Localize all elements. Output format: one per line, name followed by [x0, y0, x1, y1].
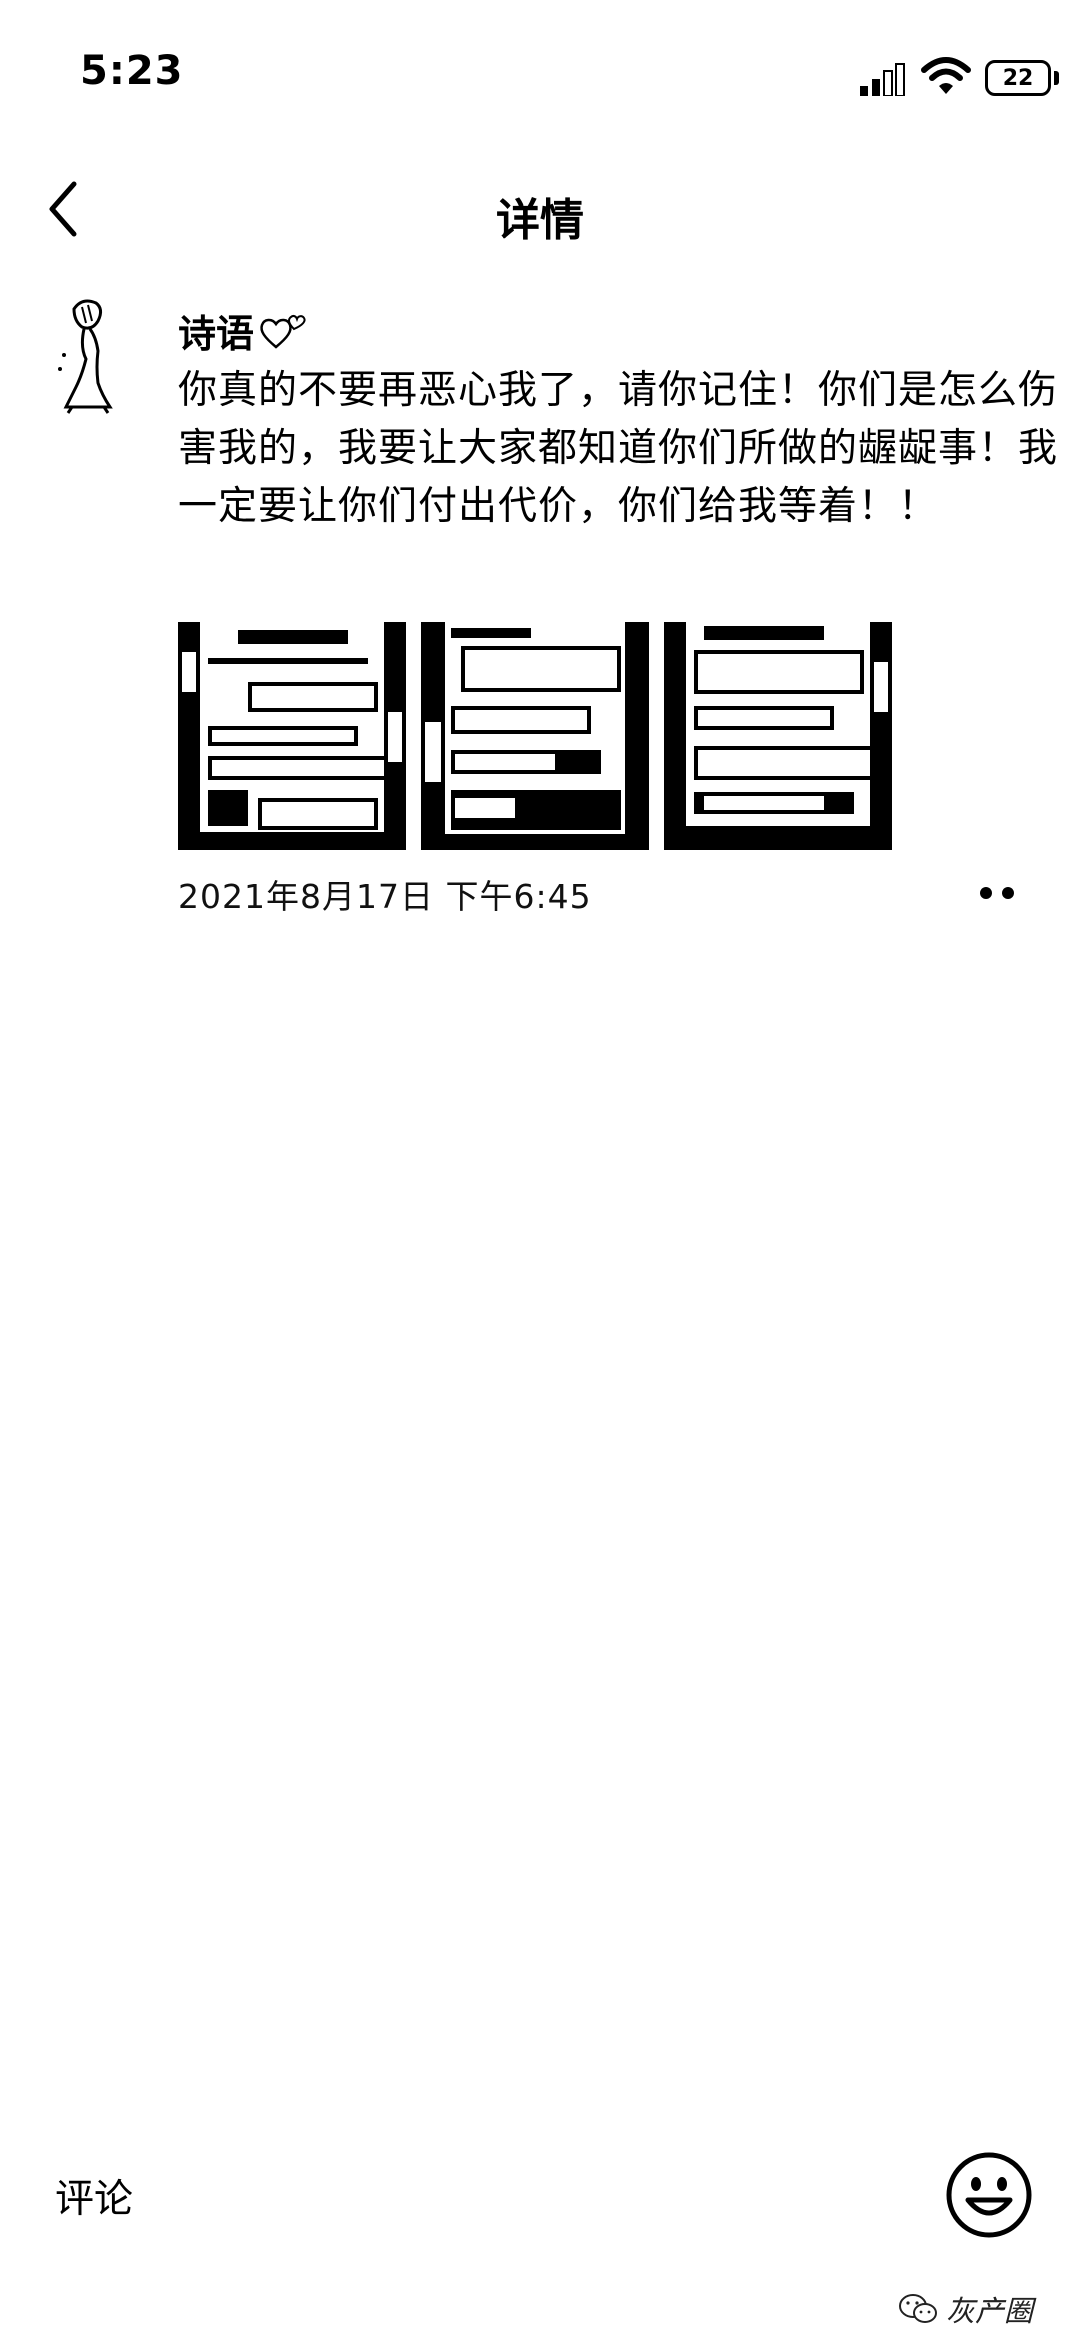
chat-screenshot-image	[421, 622, 649, 850]
more-dot	[980, 887, 992, 899]
user-name-text: 诗语	[178, 312, 255, 356]
status-bar: 5:23 22	[0, 0, 1080, 150]
wifi-icon	[921, 57, 971, 94]
post-image-1[interactable]	[178, 622, 406, 850]
watermark: 灰产圈	[898, 2288, 1033, 2330]
comment-input[interactable]: 评论	[55, 2177, 134, 2222]
battery-level: 22	[1002, 65, 1034, 91]
post-image-2[interactable]	[421, 622, 649, 850]
smile-emoji-icon[interactable]	[944, 2150, 1034, 2240]
image-grid	[178, 622, 898, 850]
more-dot	[1002, 887, 1014, 899]
avatar[interactable]	[52, 295, 130, 415]
page-title: 详情	[496, 195, 584, 246]
user-name[interactable]: 诗语	[178, 303, 308, 358]
post-image-3[interactable]	[664, 622, 892, 850]
battery-icon: 22	[985, 60, 1051, 96]
post-date: 2021年8月17日 下午6:45	[178, 877, 592, 916]
chat-screenshot-image	[664, 622, 892, 850]
heart-outline-icon	[260, 314, 306, 349]
post-text: 你真的不要再恶心我了，请你记住！你们是怎么伤害我的，我要让大家都知道你们所做的龌…	[178, 368, 1059, 529]
nav-bar: 详情	[0, 150, 1080, 270]
watermark-text: 灰产圈	[946, 2294, 1034, 2328]
signal-icon	[860, 63, 905, 96]
status-time: 5:23	[80, 48, 184, 94]
wechat-icon	[899, 2294, 937, 2323]
chevron-left-icon[interactable]	[34, 174, 94, 244]
more-dots-icon[interactable]	[966, 872, 1028, 914]
battery-tip	[1054, 71, 1059, 85]
chat-screenshot-image	[178, 622, 406, 850]
